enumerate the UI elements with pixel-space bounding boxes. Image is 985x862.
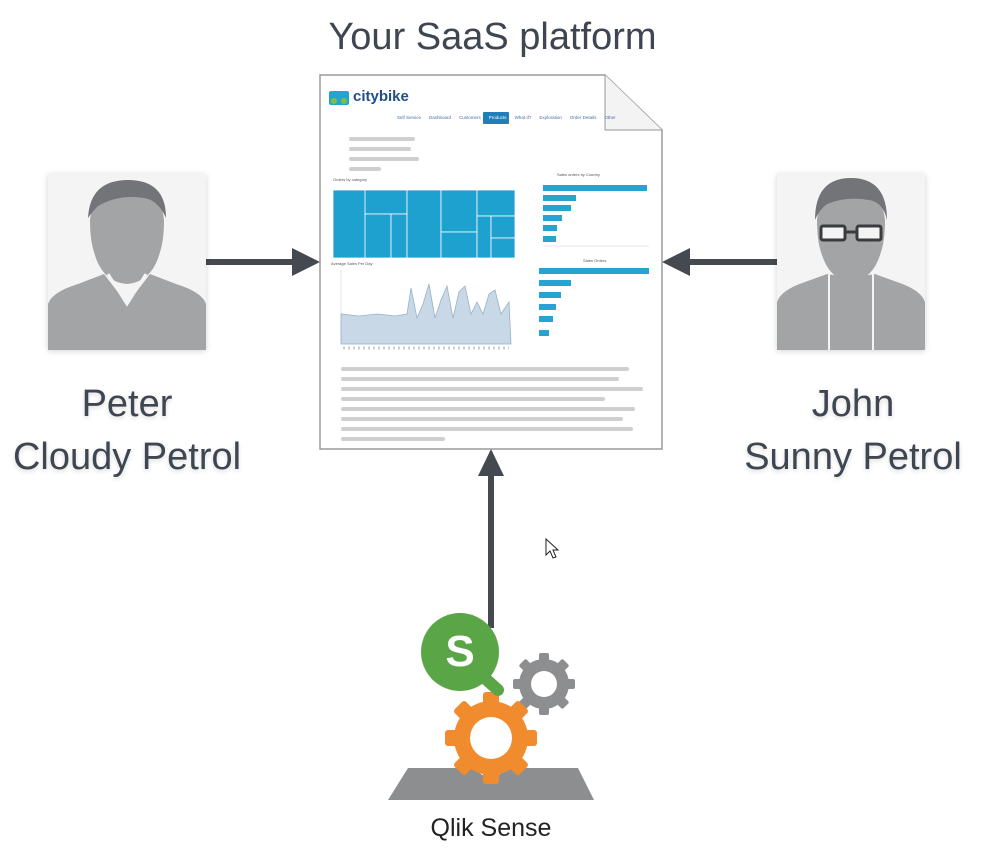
nav-item[interactable]: Other (604, 115, 616, 120)
john-avatar (777, 174, 925, 350)
header-text-lines (349, 137, 419, 171)
dashboard-nav: Self Service Dashboard Customers Product… (397, 115, 616, 120)
arrow-john-to-platform (662, 248, 777, 276)
panel-title-orders-by-category: Orders by category (333, 177, 368, 182)
document-page (319, 74, 663, 450)
panel-title-average-sales: Average Sales Per Day (331, 261, 373, 266)
citybike-logo-text: citybike (353, 88, 409, 105)
panel-title-sales-orders: Sales Orders (583, 258, 607, 263)
nav-item[interactable]: Customers (459, 115, 481, 120)
panel-title-sales-by-country: Sales orders by Country (557, 172, 600, 177)
nav-item[interactable]: Self Service (397, 115, 422, 120)
peter-name: Peter (81, 383, 173, 425)
sales-by-country-bars (543, 185, 649, 247)
body-text-lines (341, 367, 643, 441)
peter-label: Peter Cloudy Petrol (0, 378, 254, 484)
peter-company: Cloudy Petrol (12, 436, 242, 478)
user-avatar-icon (48, 180, 206, 350)
user-with-glasses-avatar-icon (777, 178, 925, 350)
orange-gear-icon (445, 692, 537, 784)
orders-by-category-treemap (332, 189, 516, 259)
john-label: John Sunny Petrol (728, 378, 978, 484)
nav-active-tab-bg (483, 112, 509, 124)
qlik-logo-icon: S (421, 613, 504, 696)
sales-orders-bars (539, 268, 649, 336)
saas-dashboard-document: citybike Self Service Dashboard Customer… (319, 74, 663, 450)
gray-gear-icon (513, 653, 575, 715)
nav-item[interactable]: Exploration (539, 115, 562, 120)
diagram-title: Your SaaS platform (328, 16, 657, 58)
nav-item-active[interactable]: Products (488, 115, 507, 120)
john-company: Sunny Petrol (744, 436, 962, 478)
john-name: John (811, 383, 895, 425)
average-sales-per-day-area-chart (340, 270, 512, 350)
mouse-cursor-icon (545, 538, 560, 559)
arrow-peter-to-platform (206, 248, 320, 276)
qlik-sense-gears-icon: S (388, 613, 594, 800)
svg-text:S: S (445, 627, 474, 676)
nav-item[interactable]: Dashboard (429, 115, 452, 120)
nav-item[interactable]: What-if? (514, 115, 532, 120)
arrow-qlik-to-platform (478, 449, 504, 628)
nav-item[interactable]: Order Details (569, 115, 597, 120)
peter-avatar (48, 174, 206, 350)
qlik-sense-label: Qlik Sense (430, 814, 552, 842)
